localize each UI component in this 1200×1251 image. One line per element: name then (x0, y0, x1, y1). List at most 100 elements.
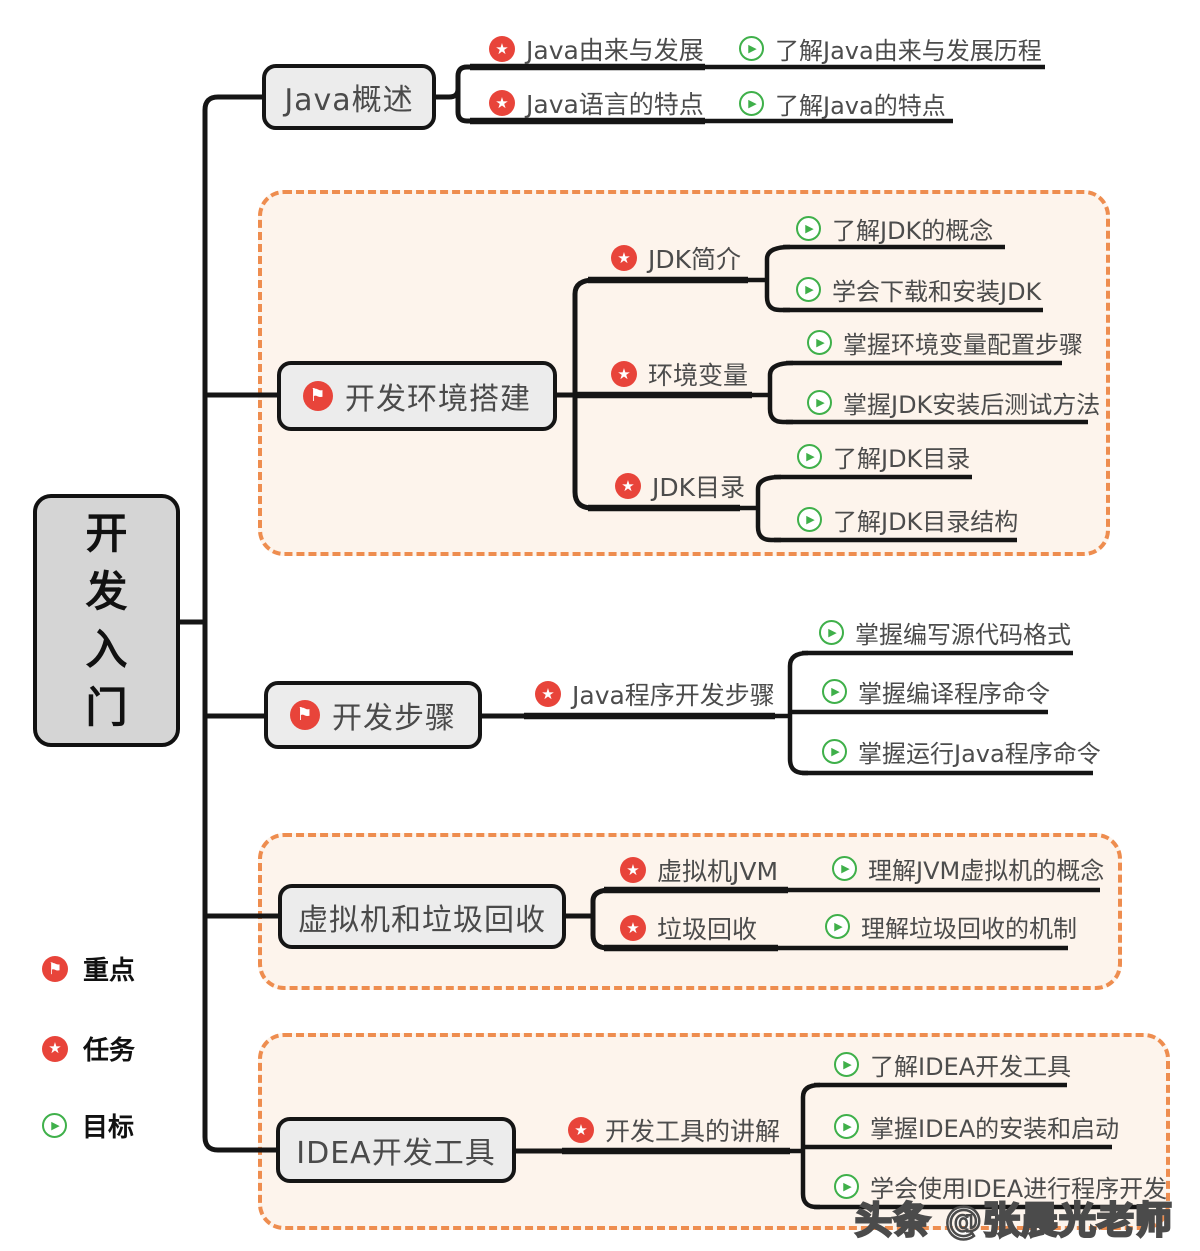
play-icon: ▶ (832, 856, 857, 881)
play-icon: ▶ (807, 330, 832, 355)
task-row: ★ 环境变量 (611, 356, 748, 392)
branch-node-dev-steps: ⚑ 开发步骤 (264, 681, 482, 749)
star-icon: ★ (42, 1035, 68, 1062)
play-icon: ▶ (797, 507, 822, 532)
play-icon: ▶ (822, 679, 847, 704)
goal-label: 掌握环境变量配置步骤 (843, 331, 1083, 359)
play-icon: ▶ (834, 1114, 859, 1139)
star-icon: ★ (615, 473, 641, 499)
task-label: JDK简介 (648, 245, 742, 274)
task-label: 开发工具的讲解 (605, 1117, 781, 1146)
branch-node-env-setup: ⚑ 开发环境搭建 (277, 361, 557, 431)
play-icon: ▶ (739, 91, 764, 116)
goal-row: ▶ 掌握编写源代码格式 (819, 615, 1071, 650)
goal-row: ▶ 掌握环境变量配置步骤 (807, 325, 1083, 360)
branch-node-jvm-gc: 虚拟机和垃圾回收 (278, 884, 566, 949)
legend-item-goal: ▶ 目标 (42, 1107, 134, 1144)
goal-row: ▶ 了解Java由来与发展历程 (739, 31, 1042, 66)
goal-label: 掌握运行Java程序命令 (858, 740, 1101, 768)
goal-row: ▶ 掌握JDK安装后测试方法 (807, 385, 1100, 420)
goal-row: ▶ 掌握运行Java程序命令 (822, 734, 1101, 769)
task-row: ★ 虚拟机JVM (620, 852, 778, 888)
task-label: 垃圾回收 (657, 915, 758, 944)
star-icon: ★ (620, 915, 646, 941)
play-icon: ▶ (796, 277, 821, 302)
task-row: ★ JDK简介 (611, 240, 741, 276)
play-icon: ▶ (825, 914, 850, 939)
legend-item-key-point: ⚑ 重点 (42, 950, 135, 987)
play-icon: ▶ (834, 1174, 859, 1199)
play-icon: ▶ (807, 390, 832, 415)
legend-item-task: ★ 任务 (42, 1030, 135, 1067)
goal-label: 学会下载和安装JDK (832, 278, 1042, 306)
branch-node-java-overview: Java概述 (262, 64, 436, 130)
goal-row: ▶ 了解JDK目录结构 (797, 502, 1018, 537)
goal-row: ▶ 理解JVM虚拟机的概念 (832, 851, 1104, 886)
branch-node-idea-tools: IDEA开发工具 (276, 1117, 516, 1183)
branch-label: IDEA开发工具 (296, 1136, 496, 1171)
task-label: Java由来与发展 (526, 36, 704, 65)
branch-label: 虚拟机和垃圾回收 (298, 902, 546, 938)
task-row: ★ 垃圾回收 (620, 910, 757, 946)
play-icon: ▶ (834, 1052, 859, 1077)
star-icon: ★ (489, 36, 515, 62)
goal-label: 了解JDK目录结构 (833, 508, 1019, 536)
goal-row: ▶ 掌握编译程序命令 (822, 674, 1050, 709)
goal-row: ▶ 了解Java的特点 (739, 86, 946, 121)
goal-label: 理解JVM虚拟机的概念 (868, 857, 1105, 885)
goal-label: 学会使用IDEA进行程序开发 (870, 1175, 1168, 1203)
play-icon: ▶ (796, 216, 821, 241)
task-row: ★ Java由来与发展 (489, 31, 704, 67)
play-icon: ▶ (739, 36, 764, 61)
root-label: 开发入门 (85, 508, 128, 732)
goal-label: 掌握IDEA的安装和启动 (870, 1115, 1120, 1143)
goal-label: 了解IDEA开发工具 (870, 1053, 1072, 1081)
branch-label: Java概述 (284, 83, 414, 118)
task-label: Java程序开发步骤 (572, 681, 775, 710)
root-node: 开发入门 (33, 494, 180, 747)
task-row: ★ JDK目录 (615, 468, 745, 504)
task-label: JDK目录 (652, 473, 746, 502)
task-row: ★ Java语言的特点 (489, 85, 704, 121)
legend-label: 重点 (83, 956, 136, 986)
goal-label: 了解JDK目录 (833, 445, 971, 473)
goal-label: 掌握JDK安装后测试方法 (843, 391, 1101, 419)
star-icon: ★ (611, 245, 637, 271)
goal-label: 了解JDK的概念 (832, 217, 994, 245)
star-icon: ★ (620, 857, 646, 883)
goal-label: 理解垃圾回收的机制 (861, 915, 1077, 943)
star-icon: ★ (568, 1117, 594, 1143)
task-label: 环境变量 (648, 361, 749, 390)
play-icon: ▶ (42, 1113, 67, 1138)
goal-row: ▶ 理解垃圾回收的机制 (825, 909, 1077, 944)
branch-label: 开发环境搭建 (345, 382, 531, 417)
task-label: Java语言的特点 (526, 90, 704, 119)
goal-label: 掌握编译程序命令 (858, 680, 1050, 708)
goal-label: 了解Java由来与发展历程 (775, 37, 1042, 65)
star-icon: ★ (535, 681, 561, 707)
flag-icon: ⚑ (290, 700, 320, 730)
goal-row: ▶ 了解JDK的概念 (796, 211, 993, 246)
goal-row: ▶ 掌握IDEA的安装和启动 (834, 1109, 1119, 1144)
goal-label: 了解Java的特点 (775, 92, 946, 120)
watermark: 头条 @张晨光老师 (854, 1198, 1173, 1244)
task-row: ★ 开发工具的讲解 (568, 1112, 780, 1148)
legend-label: 任务 (83, 1036, 136, 1066)
goal-label: 掌握编写源代码格式 (855, 621, 1071, 649)
play-icon: ▶ (819, 620, 844, 645)
goal-row: ▶ 了解IDEA开发工具 (834, 1047, 1071, 1082)
goal-row: ▶ 学会使用IDEA进行程序开发 (834, 1169, 1167, 1204)
goal-row: ▶ 学会下载和安装JDK (796, 272, 1041, 307)
goal-row: ▶ 了解JDK目录 (797, 439, 970, 474)
star-icon: ★ (489, 90, 515, 116)
legend-label: 目标 (82, 1113, 135, 1143)
branch-label: 开发步骤 (332, 701, 456, 736)
play-icon: ▶ (797, 444, 822, 469)
play-icon: ▶ (822, 739, 847, 764)
star-icon: ★ (611, 361, 637, 387)
flag-icon: ⚑ (303, 381, 333, 411)
task-row: ★ Java程序开发步骤 (535, 676, 775, 712)
task-label: 虚拟机JVM (657, 857, 779, 886)
